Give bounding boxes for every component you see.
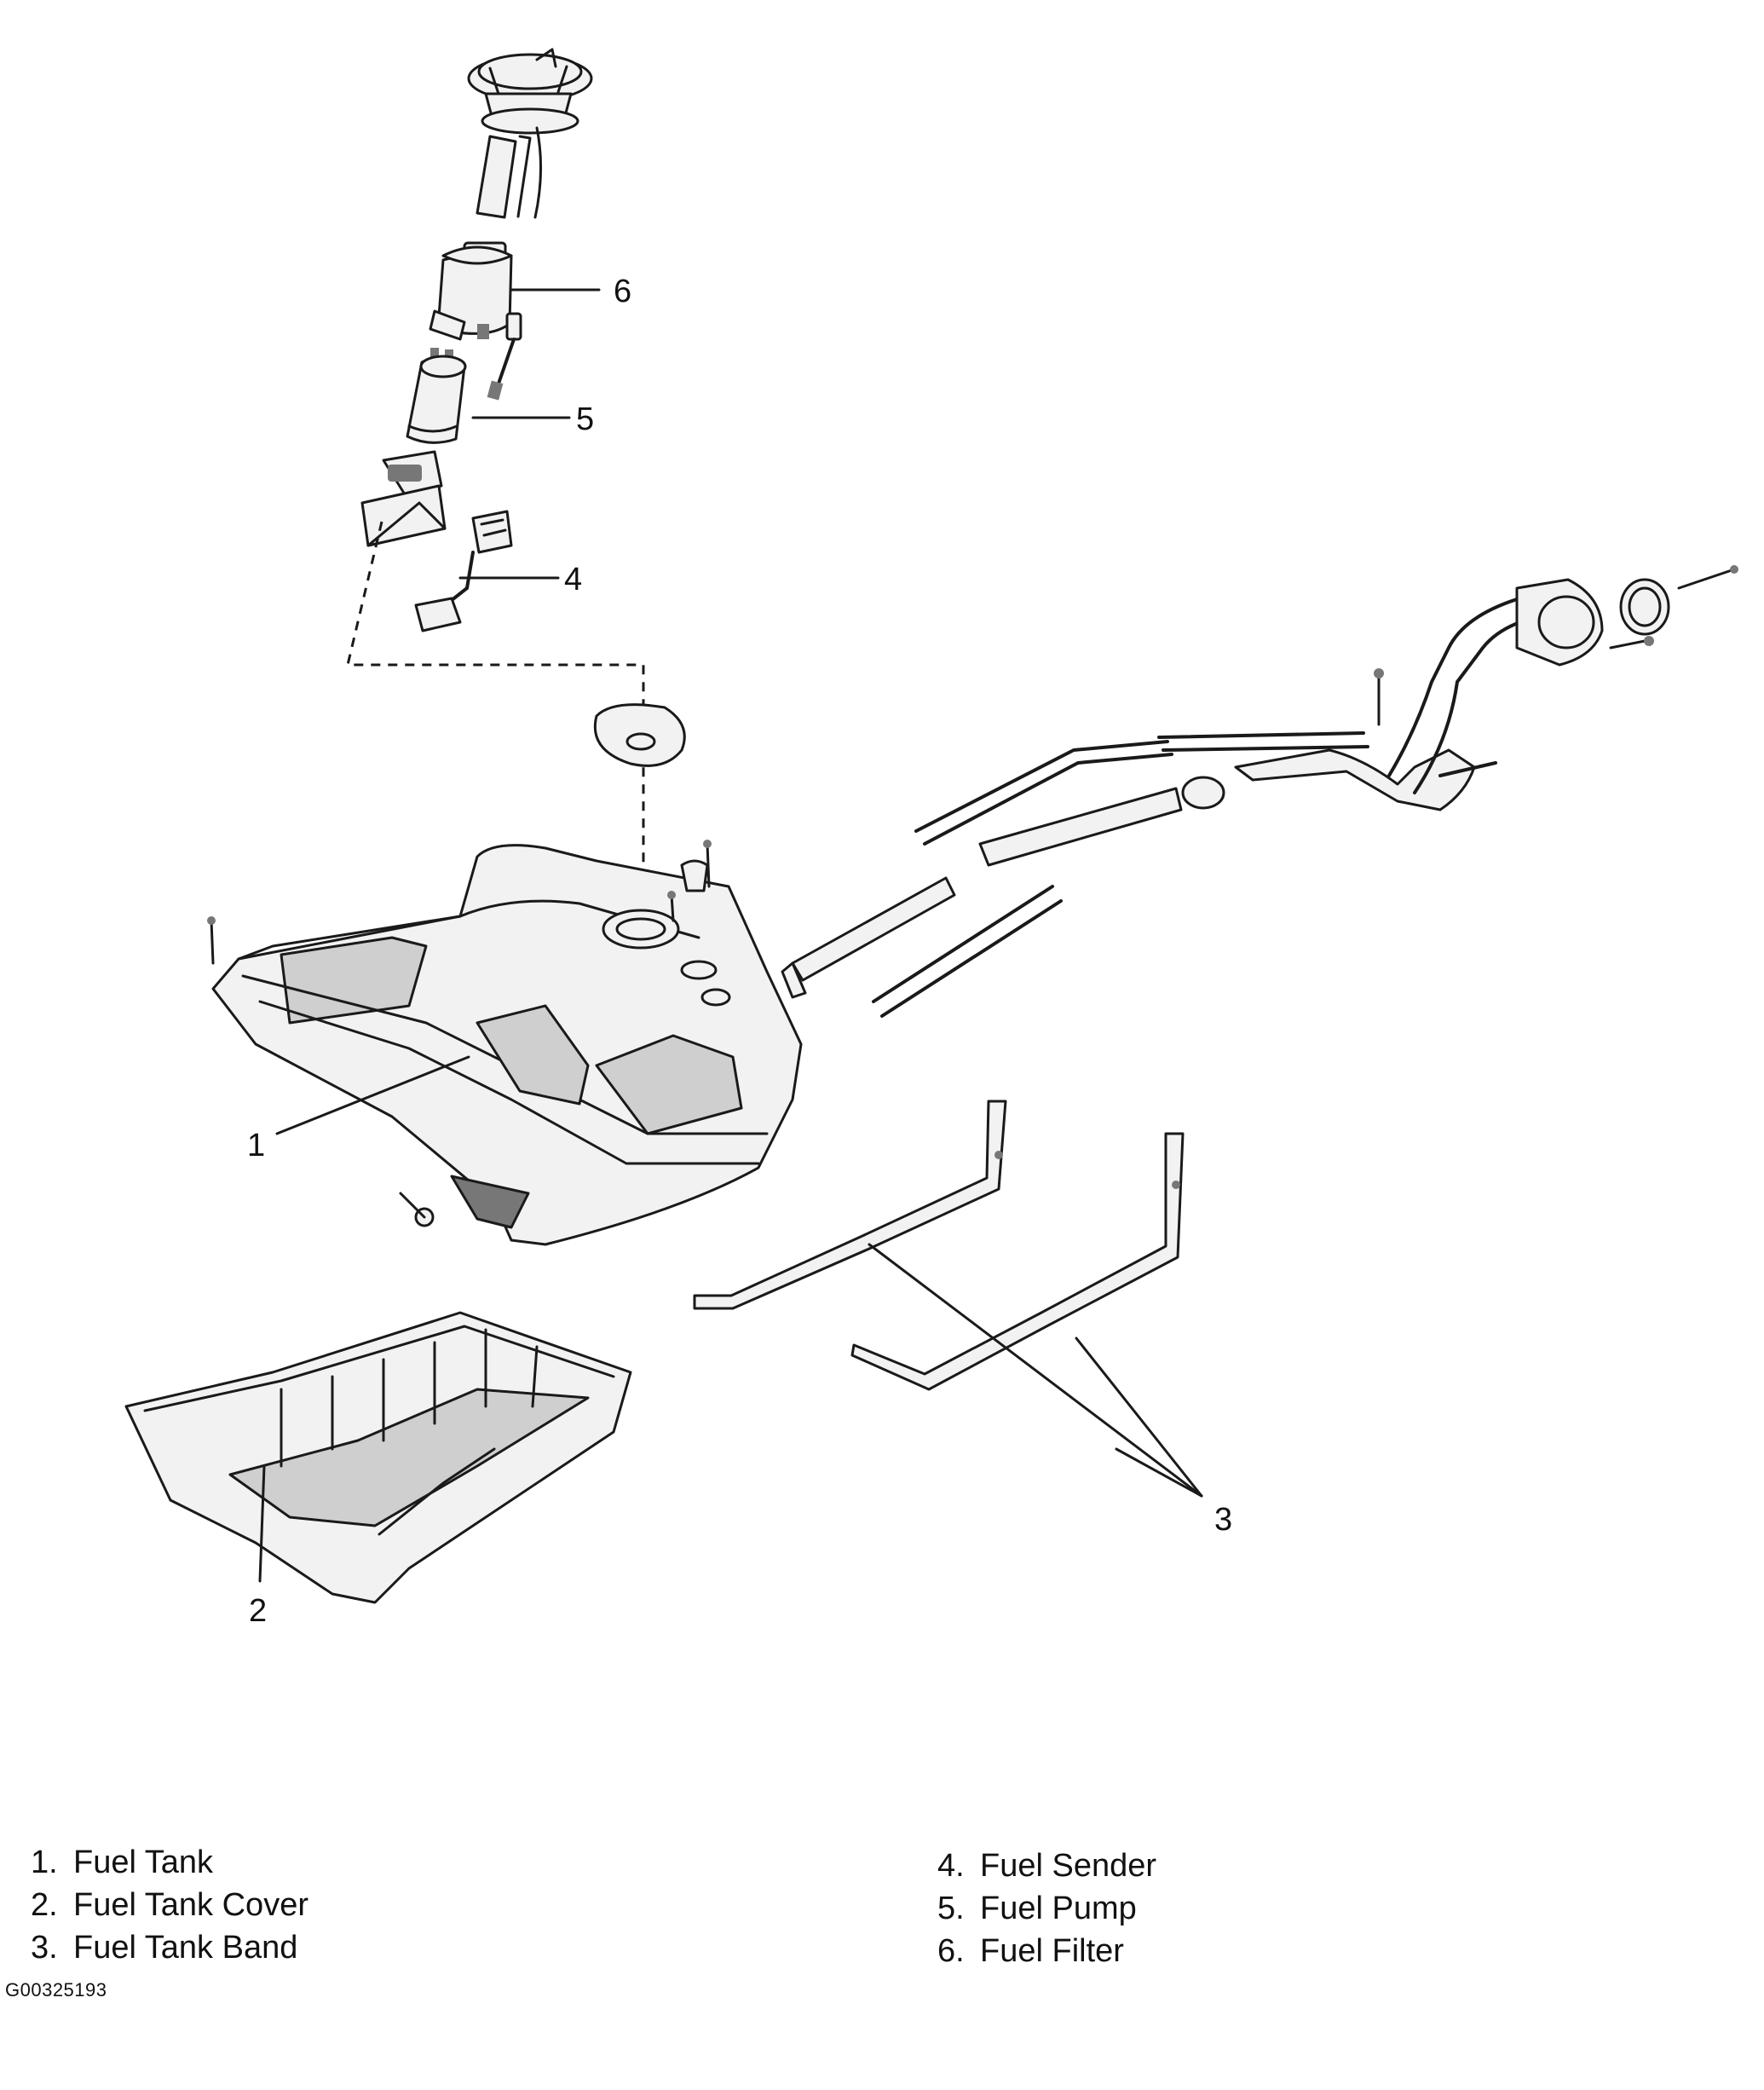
legend-item-fuel-tank-band: 3. Fuel Tank Band	[31, 1926, 308, 1969]
pump-seal-plate	[593, 703, 686, 767]
callout-2: 2	[249, 1593, 267, 1629]
legend-number: 4.	[937, 1848, 965, 1884]
legend-number: 2.	[31, 1887, 58, 1923]
legend-number: 6.	[937, 1933, 965, 1969]
fuel-tank-bands	[693, 1100, 1185, 1391]
fuel-filter	[429, 241, 513, 341]
callout-5: 5	[576, 401, 594, 437]
legend-item-fuel-tank-cover: 2. Fuel Tank Cover	[31, 1884, 308, 1926]
legend-number: 5.	[937, 1891, 965, 1926]
sensor-lead	[487, 312, 522, 401]
legend-left: 1. Fuel Tank 2. Fuel Tank Cover 3. Fuel Tan…	[31, 1841, 308, 1969]
legend-item-fuel-filter: 6. Fuel Filter	[937, 1930, 1156, 1972]
legend-label: Fuel Pump	[980, 1891, 1137, 1926]
pump-bracket	[360, 450, 447, 547]
filler-neck-assembly	[781, 565, 1738, 1018]
install-path-dashed	[346, 521, 645, 921]
callout-4: 4	[564, 562, 582, 598]
fuel-tank-cover	[124, 1311, 632, 1604]
legend-label: Fuel Filter	[980, 1933, 1124, 1969]
legend-item-fuel-tank: 1. Fuel Tank	[31, 1841, 308, 1884]
fuel-tank	[211, 844, 803, 1246]
callout-6: 6	[614, 274, 631, 309]
legend-item-fuel-sender: 4. Fuel Sender	[937, 1845, 1156, 1887]
legend-label: Fuel Tank Band	[73, 1930, 298, 1966]
legend-item-fuel-pump: 5. Fuel Pump	[937, 1887, 1156, 1930]
figure-code: G00325193	[5, 1979, 107, 2001]
tank-bolts	[207, 840, 712, 965]
legend-label: Fuel Sender	[980, 1848, 1157, 1884]
pump-module-flange	[467, 48, 593, 219]
legend-label: Fuel Tank Cover	[73, 1887, 308, 1923]
fuel-sender	[414, 510, 513, 632]
legend-label: Fuel Tank	[73, 1845, 214, 1880]
legend-number: 1.	[31, 1845, 58, 1880]
callout-1: 1	[247, 1128, 265, 1163]
legend-right: 4. Fuel Sender 5. Fuel Pump 6. Fuel Filter	[937, 1845, 1156, 1972]
callout-3: 3	[1214, 1502, 1232, 1538]
legend-number: 3.	[31, 1930, 58, 1966]
leader-lines	[258, 288, 1203, 1583]
fuel-pump	[406, 348, 467, 444]
